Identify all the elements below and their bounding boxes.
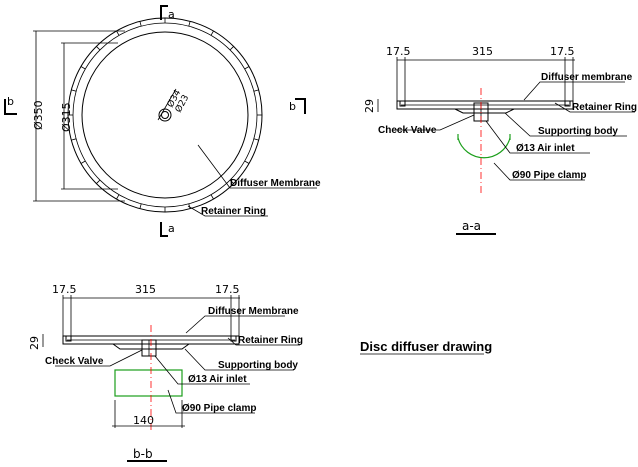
- ring-tick: [139, 203, 142, 209]
- aa-label-air: Ø13 Air inlet: [516, 143, 575, 154]
- aa-caption: a-a: [462, 219, 481, 233]
- ring-tick: [244, 160, 250, 164]
- aa-label-body: Supporting body: [538, 126, 618, 137]
- section-aa: 17.5 315 17.5 29 Diffuser membrane Retai…: [363, 45, 637, 235]
- bb-caption: b-b: [133, 447, 153, 461]
- ring-ticks: [68, 18, 262, 212]
- bb-leader-body: [184, 348, 294, 371]
- drawing-title: Disc diffuser drawing: [360, 339, 492, 354]
- aa-support-base: [454, 108, 515, 114]
- label-ring: Retainer Ring: [201, 206, 266, 217]
- aa-ring-right: [564, 100, 571, 107]
- ring-tick: [210, 30, 214, 36]
- section-bb: 17.5 315 17.5 29 140 Diffuser Membrane R…: [28, 283, 303, 462]
- ring-tick: [188, 21, 191, 27]
- ring-tick: [244, 66, 250, 70]
- section-mark-a-bottom: [160, 222, 168, 237]
- aa-ring-left: [399, 100, 406, 107]
- section-mark-b-right: [295, 98, 306, 114]
- bb-ring-right: [230, 335, 237, 342]
- aa-disc-body: [396, 100, 574, 110]
- ring-tick: [116, 194, 120, 200]
- bb-label-membrane: Diffuser Membrane: [208, 306, 299, 317]
- bb-dim-right: 17.5: [215, 283, 240, 296]
- ring-tick: [80, 66, 86, 70]
- ring-tick: [116, 30, 120, 36]
- center-hole-inner: [161, 111, 169, 119]
- dim-inner-label: Ø315: [60, 102, 73, 132]
- dim-hole-leader: [157, 88, 177, 121]
- bb-label-body: Supporting body: [218, 360, 298, 371]
- ring-tick: [210, 194, 214, 200]
- bb-dim-height: 29: [28, 336, 41, 350]
- plan-view: a a b b Ø350 Ø315 Ø34 Ø23 Diffuser Membr…: [4, 5, 321, 237]
- membrane-edge: [81, 31, 249, 199]
- bb-ring-left: [65, 335, 72, 342]
- aa-dim-mid: 315: [472, 45, 493, 58]
- aa-leader-clamp: [493, 162, 585, 181]
- aa-pipe-clamp: [457, 137, 511, 159]
- section-mark-a-bottom-label: a: [168, 222, 175, 235]
- ring-tick: [188, 203, 191, 209]
- ring-tick: [253, 138, 259, 141]
- bb-dim-width: 140: [133, 414, 154, 427]
- bb-dim-mid: 315: [135, 283, 156, 296]
- ring-tick: [96, 46, 101, 51]
- section-mark-b-left: [4, 99, 17, 115]
- leader-ring: [187, 205, 268, 217]
- bb-leader-valve: [55, 349, 143, 367]
- ring-tick: [139, 21, 142, 27]
- aa-dim-left: 17.5: [386, 45, 411, 58]
- aa-label-ring: Retainer Ring: [572, 102, 637, 113]
- bb-leader-membrane: [185, 315, 285, 334]
- bb-label-valve: Check Valve: [45, 356, 104, 367]
- section-mark-b-left-label: b: [7, 95, 14, 108]
- bb-leader-air: [154, 355, 250, 385]
- aa-dim-height: 29: [363, 99, 376, 113]
- section-mark-a-top-label: a: [168, 8, 175, 21]
- section-mark-a-top: [160, 5, 168, 20]
- aa-label-valve: Check Valve: [378, 125, 437, 136]
- bb-leader-clamp: [167, 389, 255, 414]
- ring-tick: [80, 160, 86, 164]
- dim-outer-label: Ø350: [32, 100, 45, 130]
- aa-leader-membrane: [523, 81, 625, 101]
- ring-tick: [71, 138, 77, 141]
- bb-pipe-clamp: [114, 369, 183, 397]
- bb-leader-ring: [227, 337, 300, 346]
- aa-dim-right: 17.5: [550, 45, 575, 58]
- section-mark-b-right-label: b: [289, 100, 296, 113]
- aa-label-membrane: Diffuser membrane: [541, 72, 633, 83]
- leader-membrane: [197, 144, 317, 189]
- aa-leader-valve: [395, 114, 475, 131]
- ring-tick: [229, 46, 234, 51]
- label-membrane: Diffuser Membrane: [230, 178, 321, 189]
- bb-label-ring: Retainer Ring: [238, 335, 303, 346]
- aa-leader-ring: [554, 102, 635, 113]
- ring-tick: [71, 89, 77, 92]
- ring-tick: [253, 89, 259, 92]
- bb-label-clamp: Ø90 Pipe clamp: [182, 403, 256, 414]
- bb-dim-left: 17.5: [52, 283, 77, 296]
- aa-leader-air: [485, 120, 590, 154]
- center-hole-outer: [158, 108, 172, 122]
- bb-label-air: Ø13 Air inlet: [188, 374, 247, 385]
- ring-tick: [229, 179, 234, 184]
- ring-tick: [96, 179, 101, 184]
- aa-leader-body: [504, 112, 627, 137]
- aa-label-clamp: Ø90 Pipe clamp: [512, 170, 586, 181]
